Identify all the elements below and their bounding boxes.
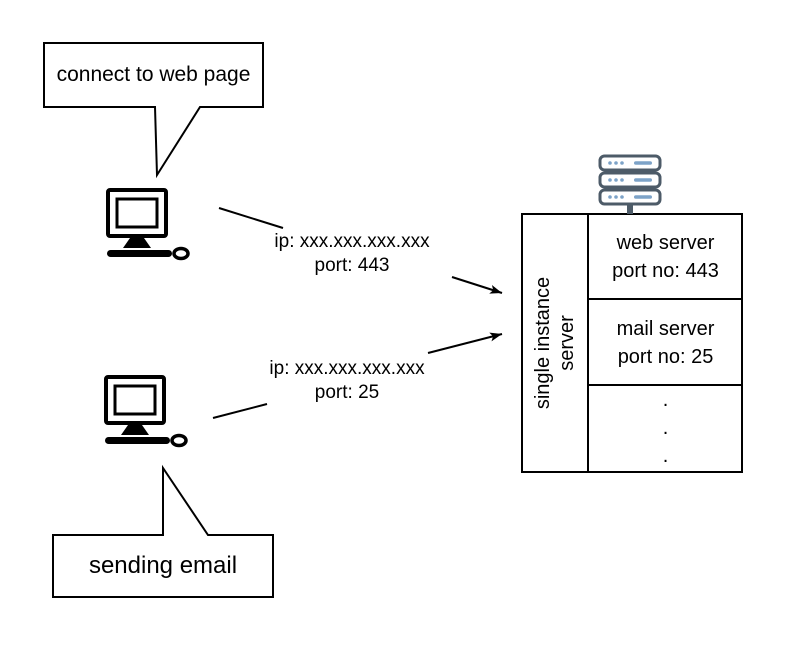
rack-unit bbox=[598, 154, 662, 172]
rack-stem bbox=[627, 202, 633, 214]
server-rack-icon bbox=[598, 154, 662, 214]
speech-bubble-connect-label: connect to web page bbox=[56, 63, 251, 86]
arrow-to-web-server bbox=[451, 276, 503, 294]
connection-label-web: ip: xxx.xxx.xxx.xxx port: 443 bbox=[262, 230, 442, 278]
connection-port: port: 25 bbox=[314, 382, 380, 403]
server-side-label-line2: server bbox=[556, 315, 578, 371]
desktop-computer-icon bbox=[103, 375, 188, 448]
connection-ip: ip: xxx.xxx.xxx.xxx bbox=[269, 358, 425, 379]
connector-line-mail bbox=[212, 403, 268, 419]
connection-ip: ip: xxx.xxx.xxx.xxx bbox=[274, 231, 430, 252]
speech-bubble-email-shape bbox=[52, 464, 274, 598]
connection-port: port: 443 bbox=[314, 255, 390, 276]
server-cell-port: port no: 25 bbox=[617, 345, 714, 368]
server-cell-ellipsis: . . . bbox=[662, 389, 669, 467]
desktop-computer-icon bbox=[105, 188, 190, 261]
server-cell-port: port no: 443 bbox=[612, 260, 719, 282]
connector-line-web bbox=[218, 207, 284, 229]
connection-label-mail: ip: xxx.xxx.xxx.xxx port: 25 bbox=[257, 357, 437, 405]
rack-unit bbox=[598, 188, 662, 206]
rack-unit bbox=[598, 171, 662, 189]
arrow-to-mail-server bbox=[427, 332, 503, 354]
server-cell-web: web server port no: 443 bbox=[589, 215, 742, 299]
speech-bubble-connect-shape bbox=[43, 42, 264, 179]
server-cell-mail: mail server port no: 25 bbox=[589, 300, 742, 385]
server-cell-name: web server bbox=[616, 232, 715, 254]
speech-bubble-email-label: sending email bbox=[88, 552, 238, 579]
server-cell-name: mail server bbox=[616, 317, 715, 340]
server-box bbox=[521, 213, 743, 473]
server-side-label-line1: single instance bbox=[532, 276, 554, 410]
server-side-label: single instance server bbox=[531, 213, 579, 473]
